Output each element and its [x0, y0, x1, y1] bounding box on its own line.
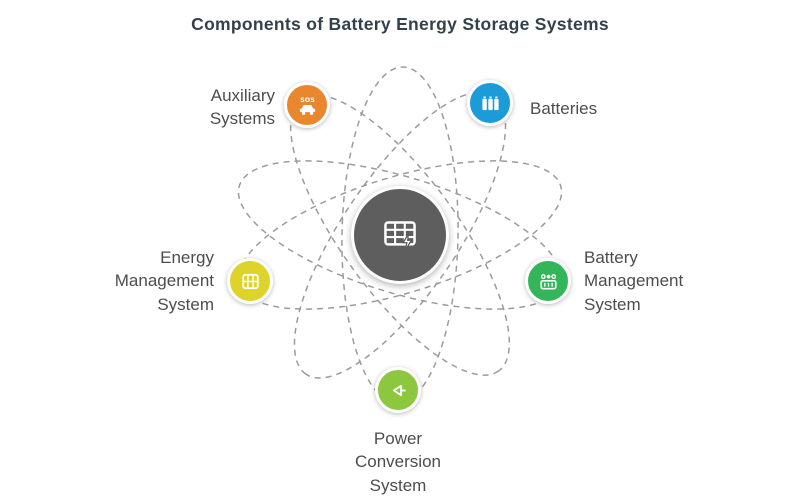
central-hub — [351, 186, 449, 284]
power-converter-icon — [392, 384, 406, 396]
node-battery-management-system — [525, 258, 571, 304]
batteries-circle — [467, 80, 513, 126]
batteries-label: Batteries — [530, 99, 598, 118]
battery-storage-rack-icon — [384, 221, 416, 251]
battery-circuit-icon — [539, 273, 557, 289]
battery-management-system-circle — [525, 258, 571, 304]
node-auxiliary-systems: SOS — [284, 82, 330, 128]
power-conversion-system-circle — [375, 367, 421, 413]
energy-management-system-circle — [227, 258, 273, 304]
battery-cells-icon — [481, 95, 499, 110]
auxiliary-systems-label: Auxiliary Systems — [209, 86, 275, 129]
auxiliary-systems-circle: SOS — [284, 82, 330, 128]
power-conversion-system-label: Power Conversion System — [355, 429, 441, 495]
node-batteries — [467, 80, 513, 126]
diagram-title: Components of Battery Energy Storage Sys… — [191, 14, 609, 34]
node-energy-management-system — [227, 258, 273, 304]
energy-panel-icon — [241, 273, 259, 289]
svg-text:SOS: SOS — [300, 95, 315, 103]
battery-management-system-label: Battery Management System — [584, 248, 684, 314]
node-power-conversion-system — [375, 367, 421, 413]
energy-management-system-label: Energy Management System — [114, 248, 214, 314]
roadside-assistance-icon: SOS — [299, 95, 315, 115]
